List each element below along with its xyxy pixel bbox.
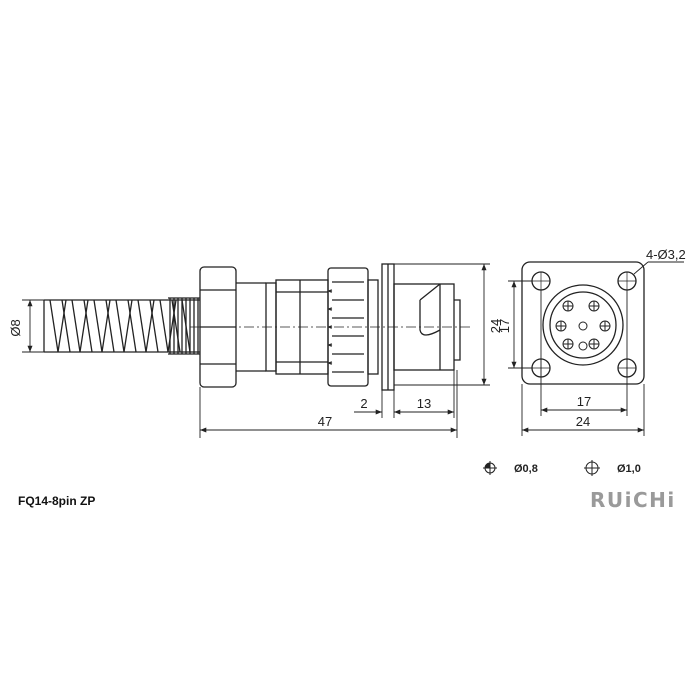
flange-outline	[521, 261, 645, 385]
flange-height-label: 24	[488, 319, 503, 333]
side-dimension-labels: Ø8 47 2 13 24	[8, 319, 503, 429]
receptacle-outer	[542, 284, 624, 366]
pin-large-label: Ø1,0	[617, 463, 641, 475]
pin-large-icon	[584, 460, 600, 476]
pin-legend: Ø0,8 Ø1,0	[483, 460, 641, 476]
pin-small-label: Ø0,8	[514, 463, 538, 475]
mounting-holes-label: 4-Ø3,2	[646, 247, 686, 262]
cable-diameter-label: Ø8	[8, 319, 23, 336]
hole-spacing-horizontal-label: 17	[577, 394, 591, 409]
total-length-label: 47	[318, 414, 332, 429]
hole-spacing-vertical-label: 17	[497, 319, 512, 333]
brand-logo: RUiCHi	[590, 488, 676, 512]
front-view	[521, 261, 645, 385]
cable-spring	[43, 297, 200, 355]
side-view	[43, 263, 470, 391]
model-label: FQ14-8pin ZP	[18, 494, 96, 508]
receptacle-inner	[549, 291, 617, 359]
front-dimensions	[508, 261, 684, 436]
front-length-label: 13	[417, 396, 431, 411]
pin-small-icon	[483, 461, 497, 475]
side-dimensions	[22, 263, 490, 438]
front-dimension-labels: 17 24 17 4-Ø3,2	[497, 247, 686, 429]
flange-width-label: 24	[576, 414, 590, 429]
flange-thickness-label: 2	[360, 396, 367, 411]
contact-pins	[555, 300, 611, 351]
mounting-holes	[531, 271, 637, 378]
